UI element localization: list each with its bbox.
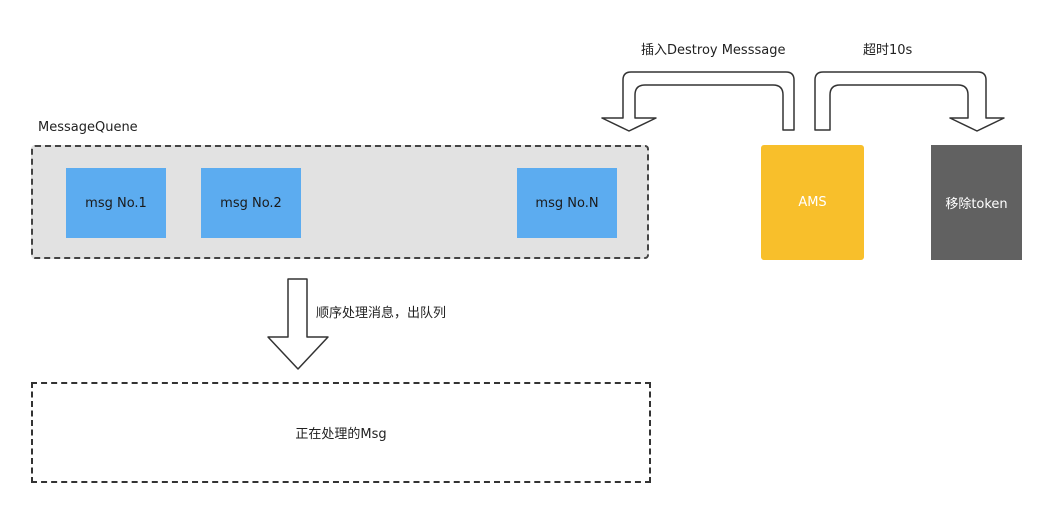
arrow-process-label: 顺序处理消息，出队列	[316, 306, 447, 321]
message-item-1: msg No.1	[66, 168, 166, 238]
processing-message-box: 正在处理的Msg	[31, 382, 651, 483]
ams-box: AMS	[761, 145, 864, 260]
message-label: msg No.2	[220, 195, 282, 211]
arrow-insert-label: 插入Destroy Messsage	[641, 43, 786, 58]
process-down-arrow	[267, 278, 329, 370]
queue-title: MessageQuene	[38, 120, 138, 135]
processing-label: 正在处理的Msg	[295, 427, 387, 442]
timeout-arrow	[814, 71, 1005, 132]
message-item-n: msg No.N	[517, 168, 617, 238]
message-label: msg No.N	[535, 195, 599, 211]
remove-token-label: 移除token	[945, 197, 1008, 212]
remove-token-box: 移除token	[931, 145, 1022, 260]
ams-label: AMS	[798, 195, 827, 210]
message-label: msg No.1	[85, 195, 147, 211]
message-item-2: msg No.2	[201, 168, 301, 238]
insert-arrow	[601, 71, 795, 132]
arrow-timeout-label: 超时10s	[863, 43, 913, 58]
